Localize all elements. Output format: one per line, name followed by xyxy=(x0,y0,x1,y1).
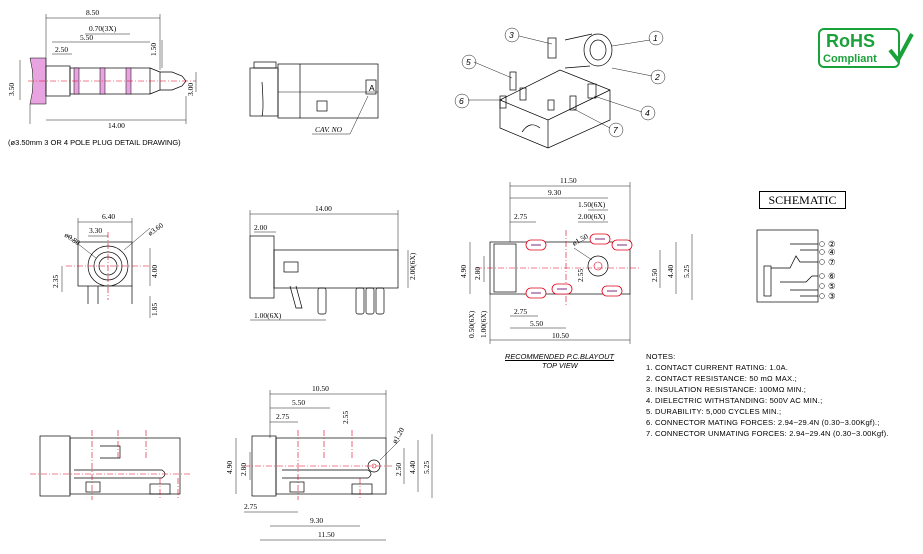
schematic-pin-3: ③ xyxy=(828,291,836,301)
plug-dim-dia-small: 3.00 xyxy=(186,83,195,96)
plug-dim-overall: 8.50 xyxy=(86,8,99,17)
cav-no-label: CAV. NO xyxy=(315,125,343,134)
plug-dim-sleeve: 5.50 xyxy=(80,33,93,42)
bottom-dim-280: 2.80 xyxy=(239,463,248,476)
cross-section-view xyxy=(30,430,190,500)
note-item: 4. DIELECTRIC WITHSTANDING: 500V AC MIN.… xyxy=(646,396,823,405)
pcb-dim-pad-pitch: 2.00(6X) xyxy=(578,212,606,221)
callout-5: 5 xyxy=(466,57,471,67)
note-item: 5. DURABILITY: 5,000 CYCLES MIN.; xyxy=(646,407,782,416)
front-dim-height: 4.00 xyxy=(150,265,159,278)
bottom-dim-275-bot: 2.75 xyxy=(244,502,257,511)
schematic-pin-7: ⑦ xyxy=(828,257,836,267)
bottom-dim-525: 5.25 xyxy=(422,461,431,474)
pcb-dim-490: 4.90 xyxy=(459,265,468,278)
pcb-dim-overall: 11.50 xyxy=(560,176,577,185)
rohs-logo: RoHS Compliant xyxy=(818,28,914,68)
bottom-dim-440: 4.40 xyxy=(408,461,417,474)
note-item: 7. CONNECTOR UNMATING FORCES: 2.94~29.4N… xyxy=(646,429,889,438)
pcb-dim-255: 2.55 xyxy=(576,269,585,282)
checkmark-icon xyxy=(888,33,914,64)
front-dim-width: 6.40 xyxy=(102,212,115,221)
bottom-dim-1150: 11.50 xyxy=(318,530,335,539)
notes-title: NOTES: xyxy=(646,352,676,361)
schematic-pin-6: ⑥ xyxy=(828,271,836,281)
side-view: 14.00 2.00 2.00(6X) 1.00(6X) xyxy=(249,204,417,321)
plug-dim-dia: 3.50 xyxy=(7,83,16,96)
bottom-dim-hole: ø1.20 xyxy=(390,426,406,445)
pcb-dim-525: 5.25 xyxy=(682,265,691,278)
pcb-dim-pad-w: 0.50(6X) xyxy=(467,310,476,338)
bottom-dim-255: 2.55 xyxy=(341,411,350,424)
pcb-caption-line2: TOP VIEW xyxy=(542,361,578,370)
front-dim-half: 3.30 xyxy=(89,226,102,235)
bottom-dim-930: 9.30 xyxy=(310,516,323,525)
schematic-pin-2: ② xyxy=(828,239,836,249)
note-item: 2. CONTACT RESISTANCE: 50 mΩ MAX.; xyxy=(646,374,797,383)
pcb-dim-pad-h: 1.00(6X) xyxy=(479,310,488,338)
notes-block: NOTES: 1. CONTACT CURRENT RATING: 1.0A. … xyxy=(646,351,889,439)
plug-dim-tip: 2.50 xyxy=(55,45,68,54)
bottom-dim-250: 2.50 xyxy=(394,463,403,476)
front-dim-hole-dia: ø3.60 xyxy=(146,220,165,237)
bottom-dim-1050: 10.50 xyxy=(312,384,329,393)
note-item: 1. CONTACT CURRENT RATING: 1.0A. xyxy=(646,363,789,372)
plug-dim-length: 14.00 xyxy=(108,121,125,130)
rohs-badge: RoHS Compliant xyxy=(818,28,914,70)
plug-detail-view: 8.50 0.70(3X) 5.50 2.50 1.50 3.50 3.00 1… xyxy=(7,8,197,130)
bottom-view: 10.50 5.50 2.75 2.55 ø1.20 4.90 2.80 2.5… xyxy=(225,384,433,541)
rohs-line2: Compliant xyxy=(823,53,877,65)
schematic-pin-5: ⑤ xyxy=(828,281,836,291)
side-dim-front: 2.00 xyxy=(254,223,267,232)
pcb-dim-hole: ø1.50 xyxy=(571,231,590,247)
front-dim-pin-len: 1.85 xyxy=(150,303,159,316)
callout-4: 4 xyxy=(645,108,650,118)
callout-2: 2 xyxy=(654,72,660,82)
front-view: 6.40 3.30 ø0.80 ø3.60 2.35 4.00 1.85 xyxy=(51,212,165,318)
callout-3: 3 xyxy=(509,30,514,40)
pcb-caption-line1: RECOMMENDED P.C.BLAYOUT xyxy=(505,352,614,361)
front-dim-center: 2.35 xyxy=(51,275,60,288)
note-item: 6. CONNECTOR MATING FORCES: 2.94~29.4N (… xyxy=(646,418,880,427)
bottom-dim-550: 5.50 xyxy=(292,398,305,407)
side-dim-pin-width: 1.00(6X) xyxy=(254,311,282,320)
schematic-title: SCHEMATIC xyxy=(759,191,846,209)
pcb-dim-1050: 10.50 xyxy=(552,331,569,340)
bottom-dim-490: 4.90 xyxy=(225,461,234,474)
pcb-dim-550: 5.50 xyxy=(530,319,543,328)
plug-dim-tip-dia: 1.50 xyxy=(149,43,158,56)
pcb-dim-440: 4.40 xyxy=(666,265,675,278)
side-dim-pins: 2.00(6X) xyxy=(408,252,417,280)
pcb-dim-280: 2.80 xyxy=(473,267,482,280)
pcb-dim-pad-len: 1.50(6X) xyxy=(578,200,606,209)
cav-mark: A xyxy=(369,83,375,93)
callout-1: 1 xyxy=(653,33,658,43)
side-view-small: A CAV. NO xyxy=(249,61,379,135)
pcb-dim-275-bot: 2.75 xyxy=(514,307,527,316)
rohs-line1: RoHS xyxy=(826,31,875,51)
pcb-layout-view: 11.50 9.30 1.50(6X) 2.00(6X) 2.75 ø1.50 … xyxy=(459,176,693,344)
schematic-pin-4: ④ xyxy=(828,247,836,257)
callout-6: 6 xyxy=(459,96,464,106)
callout-7: 7 xyxy=(613,125,618,135)
plug-caption: (ø3.50mm 3 OR 4 POLE PLUG DETAIL DRAWING… xyxy=(8,138,181,147)
plug-dim-ring: 0.70(3X) xyxy=(89,24,117,33)
pcb-dim-250: 2.50 xyxy=(650,269,659,282)
schematic-view: ② ④ ⑦ ⑥ ⑤ ③ xyxy=(756,229,836,303)
note-item: 3. INSULATION RESISTANCE: 100MΩ MIN.; xyxy=(646,385,807,394)
isometric-view: 3 1 5 2 6 4 7 xyxy=(454,27,666,149)
side-dim-length: 14.00 xyxy=(315,204,332,213)
pcb-dim-275-top: 2.75 xyxy=(514,212,527,221)
pcb-dim-930: 9.30 xyxy=(548,188,561,197)
bottom-dim-275-top: 2.75 xyxy=(276,412,289,421)
